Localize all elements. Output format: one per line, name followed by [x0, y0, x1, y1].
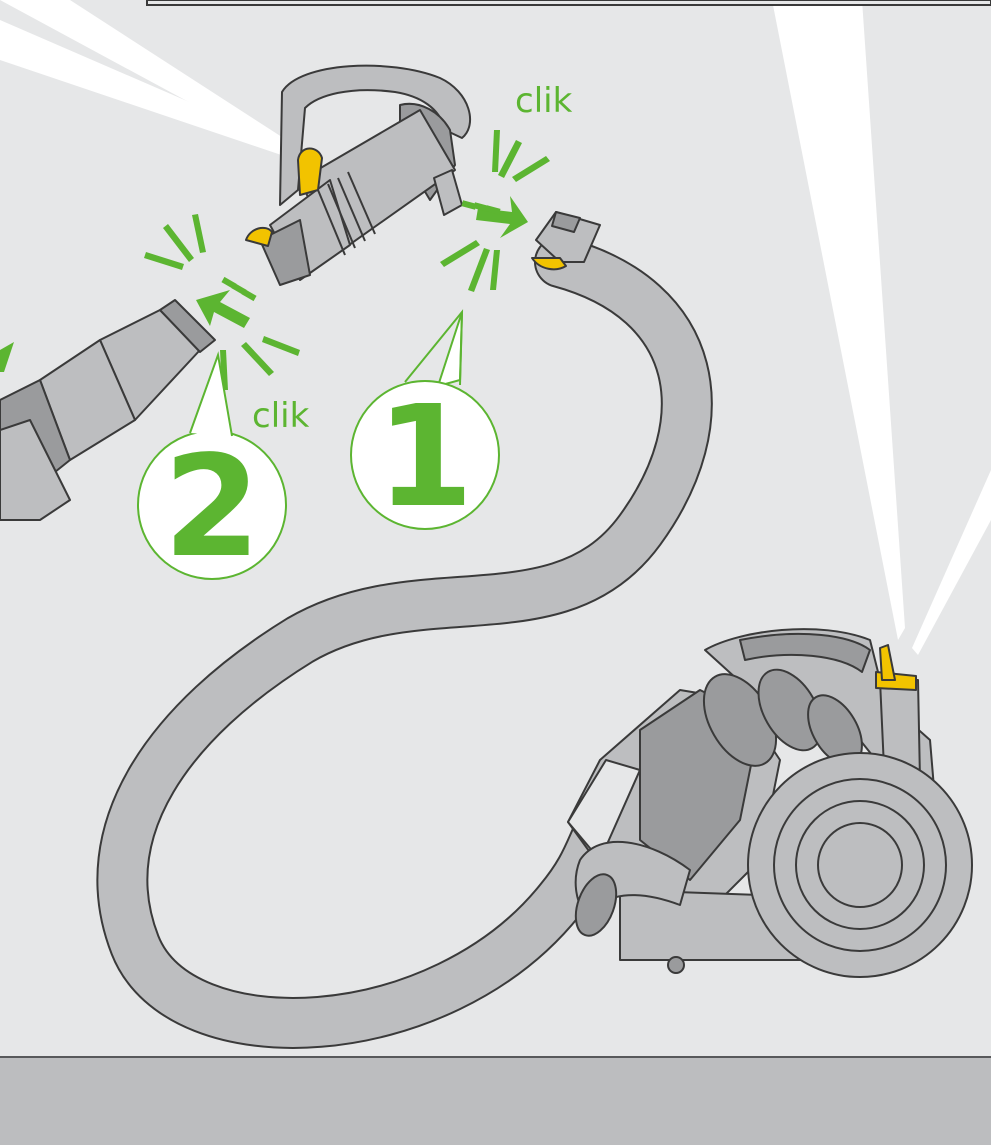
callout-bubble-icon — [350, 309, 500, 530]
vacuum-body — [567, 628, 973, 978]
hose-cuff — [531, 211, 601, 271]
click-burst-icon — [144, 130, 550, 390]
callout-bubble-icon — [137, 351, 287, 580]
hose — [96, 236, 713, 1049]
click-label-top: clik — [515, 81, 573, 121]
click-label-bottom: clik — [252, 396, 310, 436]
light-beam-icon — [0, 0, 991, 655]
wand-handle — [245, 64, 471, 286]
top-frame — [146, 0, 991, 6]
step-2-number: 2 — [163, 426, 260, 589]
arrow-icon — [0, 196, 528, 372]
step-1-number: 1 — [376, 376, 473, 539]
bottom-panel — [0, 1057, 991, 1145]
wand-tube — [0, 299, 216, 521]
